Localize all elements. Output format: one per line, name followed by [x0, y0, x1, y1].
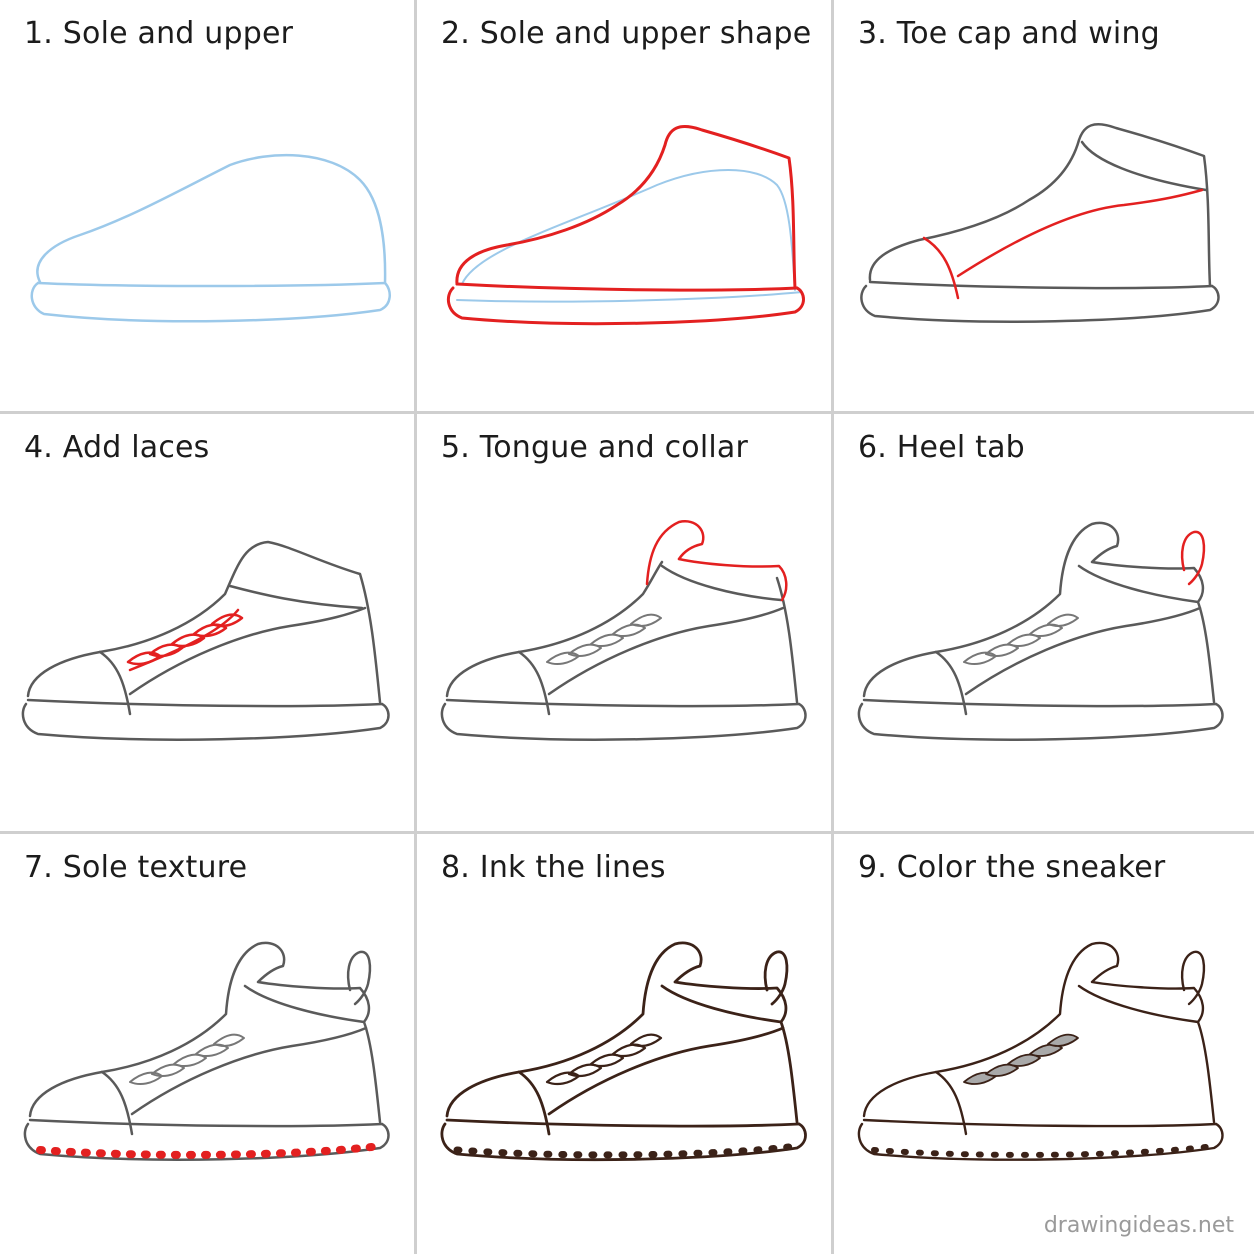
- step-label: Tongue and collar: [479, 430, 749, 465]
- step-panel-5: 5. Tongue and collar: [417, 414, 834, 834]
- step-number: 6.: [858, 430, 888, 465]
- sneaker-step-9-drawing: [857, 941, 1224, 1161]
- step-number: 5.: [441, 430, 471, 465]
- laces-group: [545, 1033, 663, 1086]
- wing-fill: [966, 1028, 1200, 1126]
- step-label: Sole and upper shape: [479, 16, 812, 51]
- step-title-7: 7. Sole texture: [24, 850, 247, 885]
- step-number: 2.: [441, 16, 471, 51]
- step-panel-7: 7. Sole texture: [0, 834, 417, 1254]
- sneaker-step-4-drawing: [21, 540, 390, 741]
- sneaker-step-3-drawing: [860, 123, 1220, 323]
- sneaker-step-2-drawing: [446, 125, 805, 326]
- sneaker-step-5-drawing: [440, 520, 807, 741]
- sole-outline: [30, 281, 391, 323]
- step-number: 9.: [858, 850, 888, 885]
- step-title-2: 2. Sole and upper shape: [441, 16, 811, 51]
- step-title-5: 5. Tongue and collar: [441, 430, 748, 465]
- upper-fill: [864, 943, 1214, 1126]
- step-label: Sole and upper: [62, 16, 294, 51]
- step-number: 3.: [858, 16, 888, 51]
- laces-group: [963, 613, 1079, 665]
- watermark: drawingideas.net: [1043, 1213, 1234, 1238]
- step-number: 4.: [24, 430, 54, 465]
- sole-top: [36, 281, 387, 288]
- tongue-line: [645, 520, 705, 586]
- step-number: 8.: [441, 850, 471, 885]
- step-label: Color the sneaker: [896, 850, 1166, 885]
- step-panel-6: 6. Heel tab: [834, 414, 1254, 834]
- step-number: 1.: [24, 16, 54, 51]
- step-label: Heel tab: [896, 430, 1025, 465]
- heel-tab-line: [1180, 530, 1206, 586]
- step-label: Sole texture: [62, 850, 248, 885]
- step-title-9: 9. Color the sneaker: [858, 850, 1165, 885]
- step-title-8: 8. Ink the lines: [441, 850, 666, 885]
- step-panel-4: 4. Add laces: [0, 414, 417, 834]
- sole-shape: [446, 286, 805, 326]
- sneaker-step-1-drawing: [30, 153, 391, 323]
- wing-line: [956, 188, 1204, 278]
- step-number: 7.: [24, 850, 54, 885]
- step-panel-2: 2. Sole and upper shape: [417, 0, 834, 414]
- sole-texture-ticks: [36, 1142, 384, 1159]
- upper-shape: [455, 125, 797, 290]
- sneaker-step-8-drawing: [440, 941, 807, 1162]
- step-title-1: 1. Sole and upper: [24, 16, 293, 51]
- step-title-4: 4. Add laces: [24, 430, 210, 465]
- step-panel-9: 9. Color the sneaker: [834, 834, 1254, 1254]
- step-title-6: 6. Heel tab: [858, 430, 1025, 465]
- laces-group: [129, 1033, 245, 1085]
- sneaker-step-7-drawing: [23, 941, 390, 1161]
- step-panel-8: 8. Ink the lines: [417, 834, 834, 1254]
- collar-line: [677, 557, 788, 602]
- step-panel-1: 1. Sole and upper: [0, 0, 417, 414]
- sneaker-step-6-drawing: [857, 521, 1224, 741]
- step-label: Toe cap and wing: [896, 16, 1160, 51]
- step-title-3: 3. Toe cap and wing: [858, 16, 1160, 51]
- step-label: Ink the lines: [479, 850, 666, 885]
- laces-group: [126, 608, 244, 672]
- step-label: Add laces: [62, 430, 210, 465]
- laces-group: [546, 613, 662, 665]
- upper-oval: [36, 153, 387, 285]
- toe-cap-line: [922, 236, 960, 300]
- step-panel-3: 3. Toe cap and wing: [834, 0, 1254, 414]
- laces-group: [963, 1033, 1079, 1085]
